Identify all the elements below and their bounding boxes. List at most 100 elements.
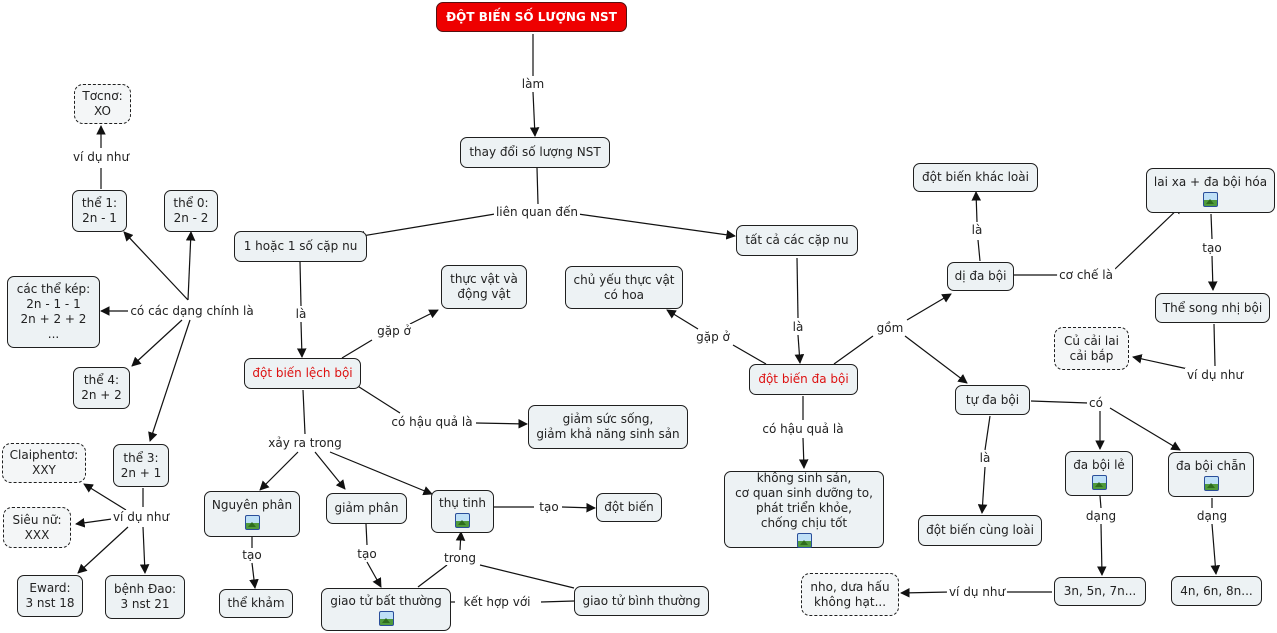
node-polyploidy-effects[interactable]: không sinh sản, cơ quan sinh dưỡng to, p…: [724, 471, 884, 548]
node-turner[interactable]: Tơcnơ: XO: [74, 84, 131, 124]
connector-kethop-normal: [540, 600, 575, 603]
connector-polyploidy-gom: [833, 335, 874, 365]
connector-allo-la: [977, 239, 981, 262]
node-fertilization-text: thụ tinh: [439, 495, 486, 510]
node-plants-animals[interactable]: thực vật và động vật: [441, 265, 527, 309]
node-root[interactable]: ĐỘT BIẾN SỐ LƯỢNG NST: [436, 2, 627, 32]
image-icon[interactable]: [1091, 474, 1107, 490]
link-label-co-che-la: cơ chế là: [1057, 268, 1115, 282]
connector-tao-mutation: [561, 502, 596, 513]
node-even-forms[interactable]: 4n, 6n, 8n...: [1171, 576, 1262, 606]
connector-odd-dang: [1099, 495, 1102, 509]
node-even-forms-text: 4n, 6n, 8n...: [1180, 583, 1253, 598]
image-icon[interactable]: [1203, 191, 1218, 207]
image-icon[interactable]: [1203, 475, 1219, 491]
link-label-tao-3: tạo: [537, 500, 561, 514]
connector-xayra-mitosis: [259, 451, 299, 491]
link-label-la-3: là: [969, 223, 985, 237]
connector-dang-evenforms: [1210, 523, 1221, 575]
link-label-vi-du-nhu-2: ví dụ như: [110, 510, 172, 524]
node-same-species-mutation-text: đột biến cùng loài: [926, 523, 1034, 537]
node-mitosis-text: Nguyên phân: [211, 498, 293, 512]
node-aneuploidy[interactable]: đột biến lệch bội: [244, 358, 361, 389]
node-monosomy-text: thể 1: 2n - 1: [81, 196, 118, 225]
node-one-or-few-pairs[interactable]: 1 hoặc 1 số cặp nu: [234, 231, 367, 262]
node-down-text: bệnh Đao: 3 nst 21: [113, 582, 177, 611]
link-label-co: có: [1087, 396, 1105, 410]
node-klinefelter[interactable]: Claiphentơ: XXY: [2, 443, 86, 483]
node-even-polyploid[interactable]: đa bội chẵn: [1168, 452, 1254, 497]
node-mitosis[interactable]: Nguyên phân: [204, 491, 300, 537]
connector-vidu-edward: [77, 526, 129, 574]
node-change-count[interactable]: thay đổi số lượng NST: [460, 137, 610, 168]
node-interspecies-mutation[interactable]: đột biến khác loài: [913, 163, 1038, 192]
connector-hauqua-reduced: [475, 419, 528, 429]
image-icon[interactable]: [796, 533, 812, 548]
node-monosomy[interactable]: thể 1: 2n - 1: [72, 190, 127, 232]
image-icon[interactable]: [455, 512, 470, 528]
node-odd-forms-text: 3n, 5n, 7n...: [1063, 584, 1137, 598]
link-label-co-cac-dang-chinh-la: có các dạng chính là: [128, 304, 256, 318]
node-superfemale-text: Siêu nữ: XXX: [12, 512, 62, 542]
node-edward[interactable]: Eward: 3 nst 18: [17, 575, 83, 617]
connector-auto-co: [1030, 400, 1089, 404]
node-normal-gamete[interactable]: giao tử bình thường: [574, 586, 709, 616]
node-meiosis[interactable]: giảm phân: [326, 493, 407, 524]
connector-polyploidy-gapo: [732, 344, 767, 365]
node-mutation[interactable]: đột biến: [596, 493, 662, 522]
connector-lienquan-onepair: [355, 213, 496, 241]
node-double-forms[interactable]: các thể kép: 2n - 1 - 1 2n + 2 + 2 ...: [7, 276, 100, 348]
node-hybrid-polyploidization[interactable]: lai xa + đa bội hóa: [1146, 168, 1275, 213]
node-trisomy[interactable]: thể 3: 2n + 1: [113, 444, 169, 487]
link-label-tao-1: tạo: [240, 548, 264, 562]
node-mosaic[interactable]: thể khảm: [219, 589, 293, 618]
image-icon[interactable]: [378, 610, 394, 626]
node-polyploidy[interactable]: đột biến đa bội: [749, 364, 858, 395]
connector-vidu-klinefelter: [83, 483, 127, 511]
node-trisomy-text: thể 3: 2n + 1: [120, 450, 162, 480]
node-down[interactable]: bệnh Đao: 3 nst 21: [105, 575, 185, 619]
node-fertilization[interactable]: thụ tinh: [431, 490, 494, 533]
node-reduced-vitality[interactable]: giảm sức sống, giảm khả năng sinh sản: [528, 405, 688, 449]
node-same-species-mutation[interactable]: đột biến cùng loài: [918, 515, 1042, 546]
link-label-ket-hop-voi: kết hợp với: [461, 595, 533, 609]
connector-lam-change: [529, 91, 540, 137]
node-odd-polyploid[interactable]: đa bội lẻ: [1065, 451, 1133, 496]
node-abnormal-gamete-text: giao tử bất thường: [330, 593, 442, 608]
node-odd-polyploid-text: đa bội lẻ: [1073, 457, 1125, 472]
node-polyploidy-effects-text: không sinh sản, cơ quan sinh dưỡng to, p…: [735, 471, 873, 530]
node-cabbage-radish[interactable]: Củ cải lai cải bắp: [1054, 327, 1129, 370]
node-mostly-flowering[interactable]: chủ yếu thực vật có hoa: [565, 266, 683, 309]
node-seedless[interactable]: nho, dưa hấu không hạt...: [801, 573, 899, 616]
node-amphidiploid[interactable]: Thể song nhị bội: [1155, 293, 1270, 323]
node-nullisomy[interactable]: thể 0: 2n - 2: [164, 190, 218, 232]
image-icon[interactable]: [244, 515, 260, 530]
connector-forms-nullisomy: [185, 231, 196, 301]
node-autopolyploid[interactable]: tự đa bội: [955, 385, 1030, 415]
node-tetrasomy[interactable]: thể 4: 2n + 2: [73, 367, 130, 409]
node-interspecies-mutation-text: đột biến khác loài: [922, 170, 1029, 184]
connector-vidu-cabbage: [1132, 354, 1189, 370]
node-superfemale[interactable]: Siêu nữ: XXX: [3, 507, 71, 548]
connector-forms-monosomy: [123, 231, 189, 301]
node-abnormal-gamete[interactable]: giao tử bất thường: [321, 588, 451, 631]
node-autopolyploid-text: tự đa bội: [965, 392, 1020, 407]
node-meiosis-text: giảm phân: [334, 501, 399, 515]
node-odd-forms[interactable]: 3n, 5n, 7n...: [1054, 577, 1146, 606]
link-label-dang-2: dạng: [1194, 509, 1230, 523]
connector-aneuploidy-gapo: [341, 339, 373, 359]
connector-xayra-meiosis: [314, 451, 346, 490]
connector-la-polyploidy: [794, 334, 805, 364]
node-all-pairs[interactable]: tất cả các cặp nu: [736, 225, 858, 256]
link-label-vi-du-nhu-1: ví dụ như: [70, 150, 132, 164]
node-amphidiploid-text: Thể song nhị bội: [1162, 300, 1263, 315]
connector-forms-tetrasomy: [131, 319, 183, 367]
node-nullisomy-text: thể 0: 2n - 2: [173, 196, 209, 225]
connector-aneuploidy-xayra: [302, 389, 306, 435]
node-one-or-few-pairs-text: 1 hoặc 1 số cặp nu: [243, 239, 358, 253]
connector-coche-hybrid: [1114, 204, 1183, 270]
link-label-tao-2: tạo: [355, 547, 379, 561]
connector-tao-amphidiploid: [1207, 255, 1218, 291]
node-allopolyploid[interactable]: dị đa bội: [947, 262, 1014, 291]
